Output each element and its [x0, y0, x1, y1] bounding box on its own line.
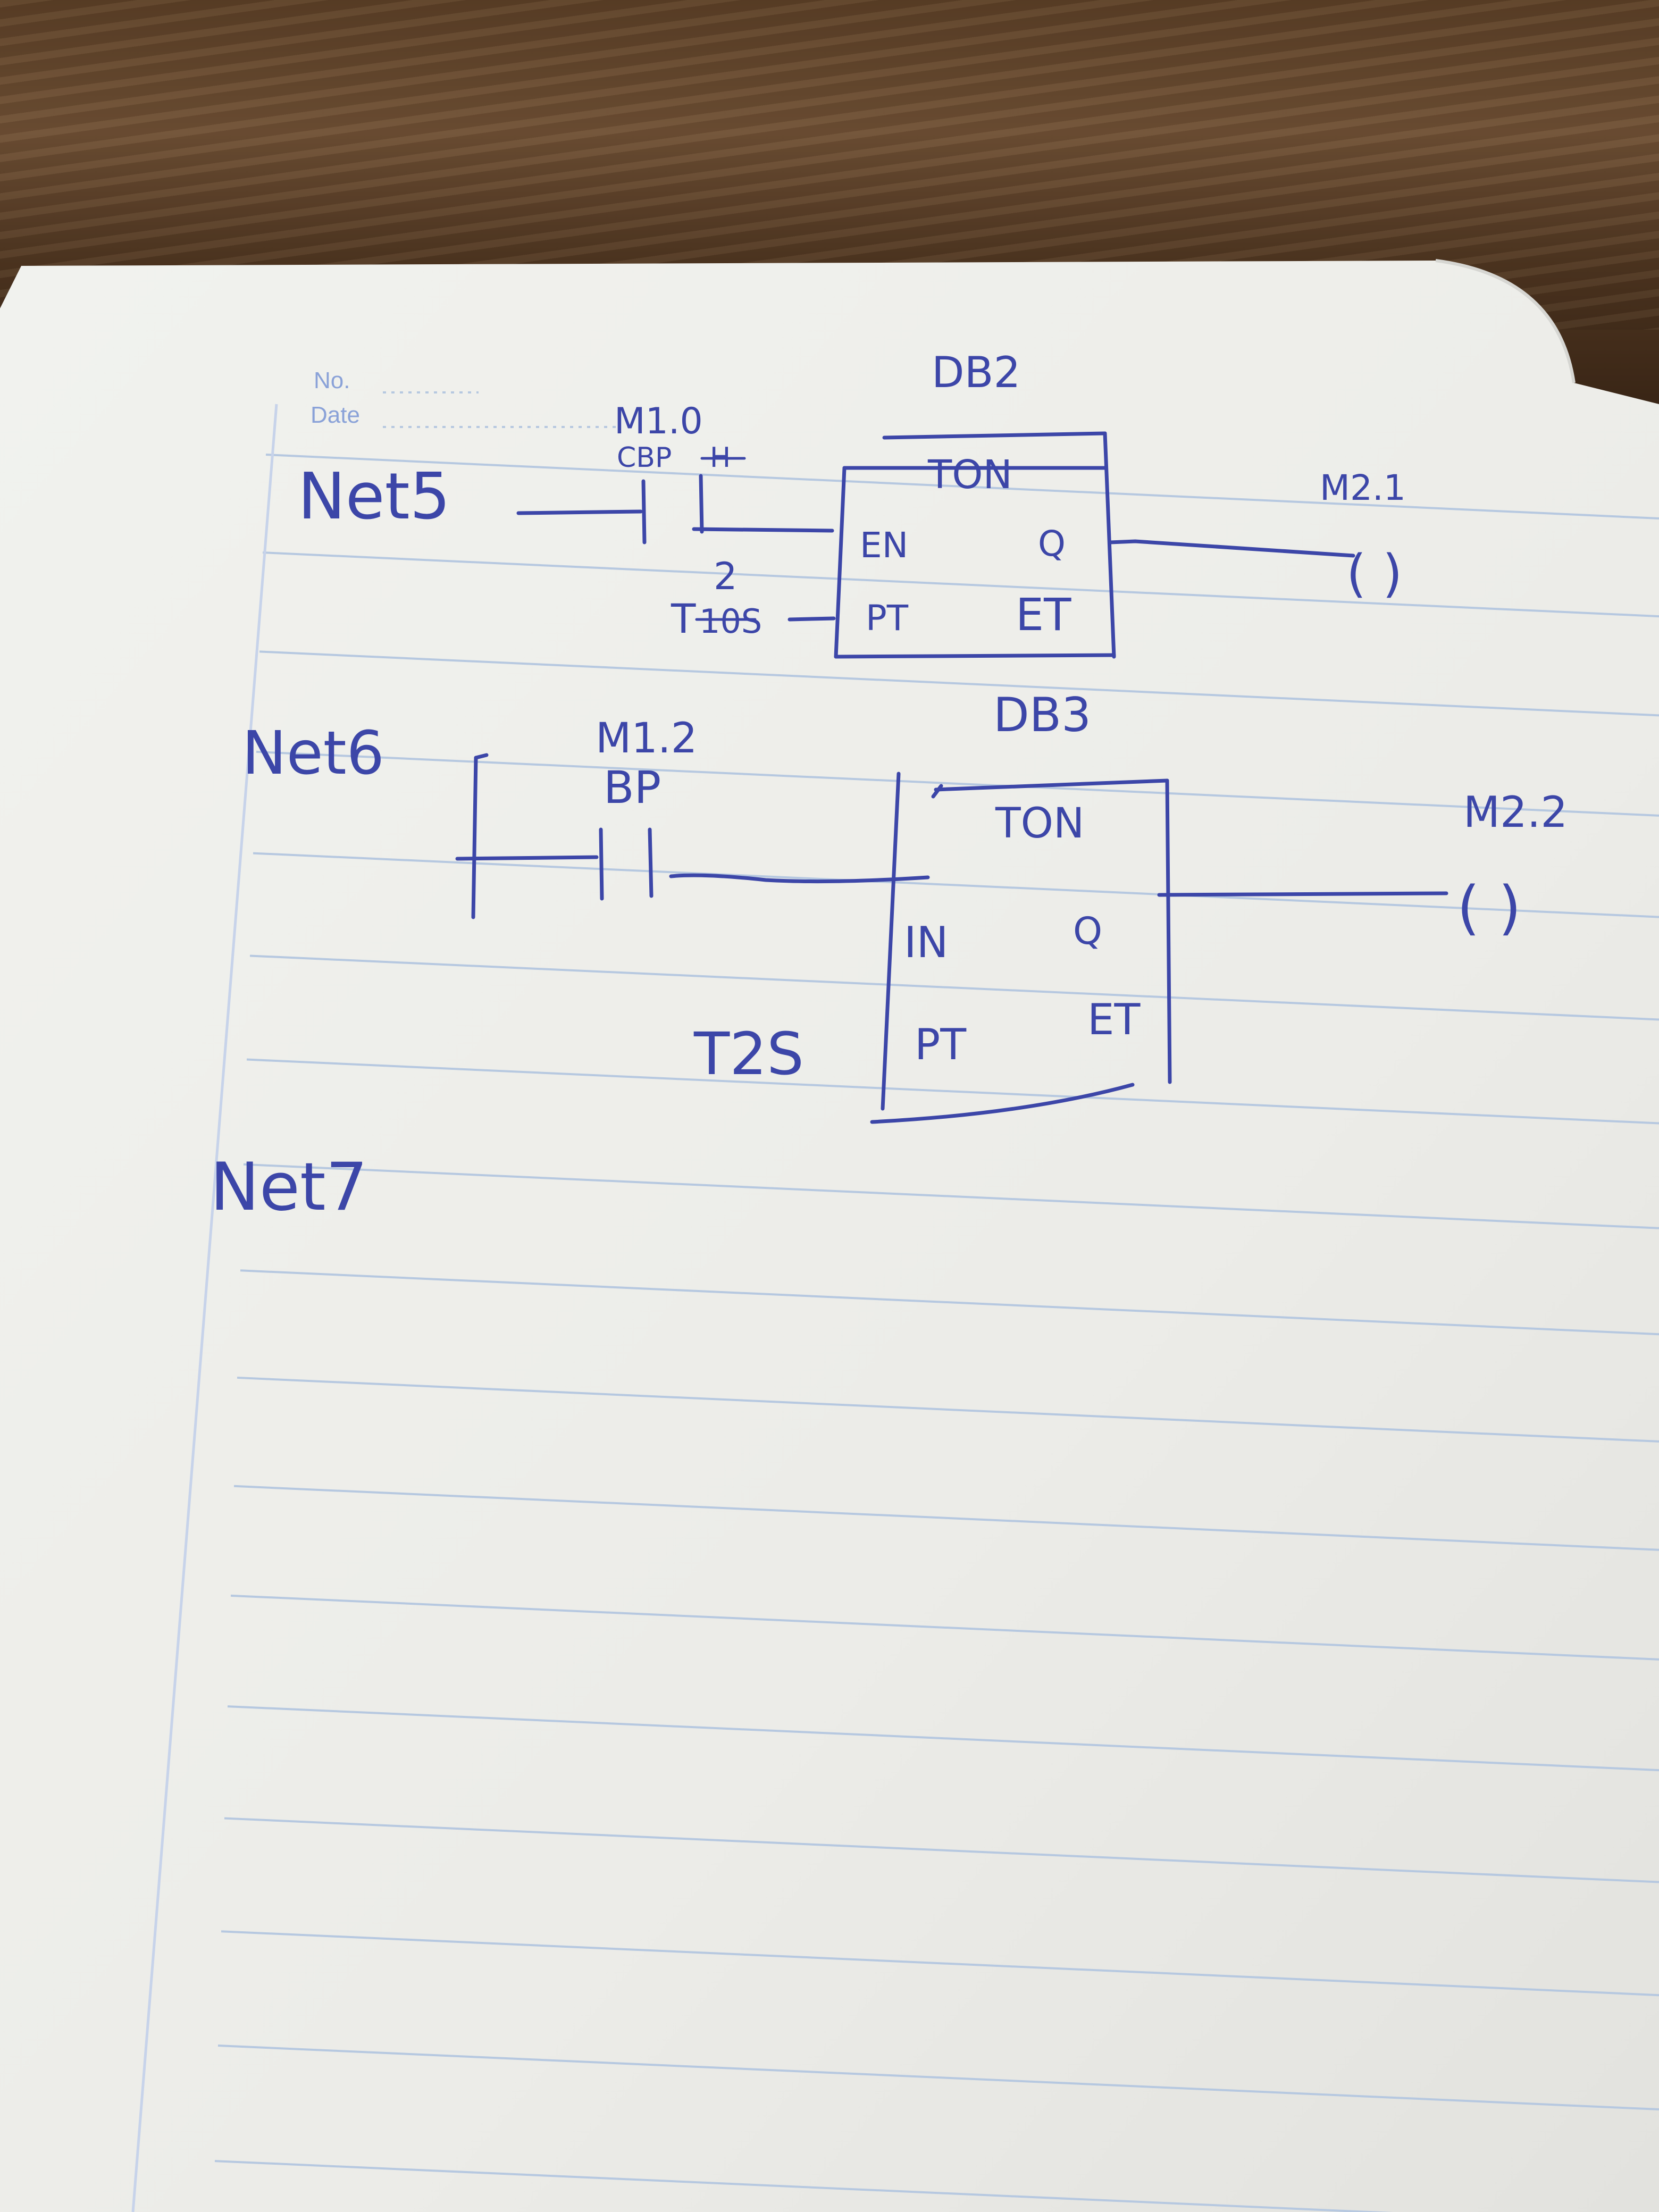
ruled-line [240, 1269, 1659, 1336]
ruled-line [259, 650, 1659, 717]
network-6-rail-tick [474, 753, 489, 760]
ruled-line [230, 1594, 1659, 1661]
network-5-label: Net5 [298, 460, 450, 534]
network-6-timer-box-top-line [934, 778, 1169, 792]
network-5-preset-correction: 2 [714, 555, 738, 598]
network-6-contact-symbol-left [599, 827, 604, 901]
date-label: Date [311, 402, 360, 428]
ruled-line [256, 750, 1659, 817]
network-6-contact-symbol: BP [604, 761, 661, 814]
network-5-coil-address: M2.1 [1320, 467, 1406, 508]
network-6-timer-box-left [881, 772, 901, 1111]
ruled-line [265, 454, 1659, 520]
network-6: Net6 M1.2 BP DB3 TON IN Q PT ET T2S M2.2… [242, 688, 1568, 1124]
network-5-contact-symbol-right [699, 474, 704, 534]
network-5-timer-output-et: ET [1016, 589, 1071, 641]
network-5-contact-symbol-left [641, 479, 647, 544]
network-5-timer-box-top [882, 431, 1107, 440]
ruled-line [246, 1058, 1659, 1125]
network-5-preset-text: T [671, 595, 696, 642]
ruled-line [243, 1163, 1659, 1229]
network-5-contact-symbol: CBP [617, 442, 672, 474]
network-6-contact-address: M1.2 [596, 715, 697, 763]
paper-sheet [0, 261, 1659, 2212]
network-6-contact-symbol-right [648, 827, 653, 898]
network-5-timer-db: DB2 [932, 348, 1020, 397]
network-6-timer-box-right [1165, 778, 1172, 1084]
network-6-timer-input-in: IN [904, 918, 948, 967]
ruled-line [233, 1485, 1659, 1551]
network-5: Net5 M1.0 CBP H DB2 TON EN Q PT ET T 10S… [298, 348, 1406, 659]
margin-line [131, 404, 278, 2212]
ruled-line [262, 551, 1659, 618]
ruled-lines [214, 454, 1659, 2212]
network-6-coil: ( ) [1457, 874, 1521, 942]
ruled-line [249, 954, 1659, 1021]
network-5-wire-left [516, 509, 643, 515]
network-7: Net7 [210, 1149, 368, 1226]
network-6-timer-box-bottom [870, 1083, 1135, 1124]
network-6-coil-address: M2.2 [1463, 787, 1568, 837]
network-5-wire-right [1108, 539, 1355, 558]
network-6-timer-output-q: Q [1073, 909, 1102, 953]
ruled-line [227, 1705, 1659, 1772]
network-5-coil: ( ) [1346, 544, 1402, 604]
network-6-timer-output-et: ET [1087, 995, 1141, 1044]
network-5-timer-box-right [1103, 431, 1116, 659]
network-5-timer-box-left [834, 466, 847, 659]
ruled-line [217, 2045, 1659, 2111]
network-6-wire-to-box [669, 873, 930, 884]
network-5-timer-type: TON [927, 452, 1012, 498]
network-6-preset: T2S [693, 1020, 804, 1088]
network-6-left-rail [471, 756, 478, 919]
network-5-timer-box-bottom [834, 653, 1116, 659]
network-6-timer-input-pt: PT [915, 1020, 967, 1069]
network-6-wire-right [1157, 891, 1448, 897]
network-6-timer-db: DB3 [993, 688, 1091, 742]
number-label: No. [314, 367, 350, 393]
page-curl-edge [1435, 259, 1576, 383]
ruled-line [253, 852, 1659, 918]
ruled-line [224, 1817, 1659, 1883]
network-5-contact-address: M1.0 [614, 400, 703, 442]
network-5-wire-preset [787, 616, 836, 622]
network-5-timer-output-q: Q [1038, 523, 1066, 564]
network-6-wire-left [455, 855, 599, 861]
network-5-timer-input-pt: PT [866, 598, 909, 639]
network-6-timer-type: TON [995, 800, 1084, 848]
network-7-label: Net7 [210, 1149, 368, 1226]
ruled-line [221, 1930, 1659, 1997]
network-5-wire-to-box [692, 527, 834, 533]
network-5-preset-struck: 10S [699, 602, 762, 641]
ruled-line [214, 2160, 1394, 2212]
ruled-line [237, 1376, 1659, 1443]
network-5-timer-input-en: EN [860, 525, 908, 566]
network-6-label: Net6 [242, 719, 384, 788]
